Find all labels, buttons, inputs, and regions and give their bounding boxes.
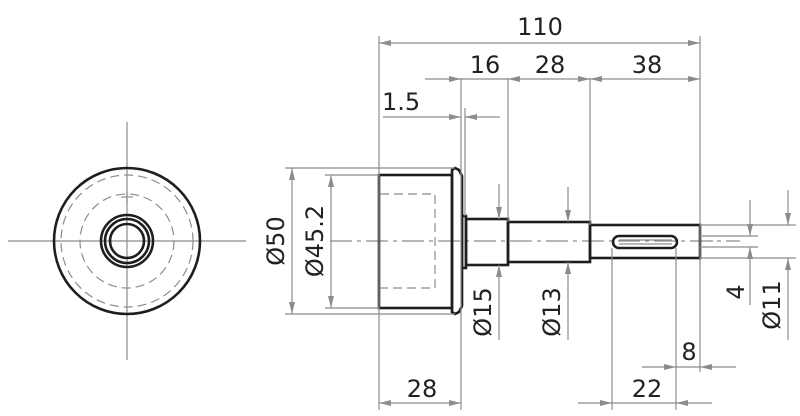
dim-flange-thickness: 1.5 [382,88,420,116]
dim-body-diameter: Ø45.2 [301,205,329,277]
end-view [8,122,246,360]
dim-mid-diameter: Ø13 [538,287,566,336]
dim-flange-to-shoulder: 16 [470,51,501,79]
dim-keyway-offset: 22 [632,375,663,403]
dim-end-section-length: 38 [632,51,663,79]
hidden-circle-inner [79,193,175,289]
dim-outer-diameter: Ø50 [262,216,290,265]
dim-keyway-width: 4 [722,284,750,299]
mid-section [506,220,592,264]
hub-circle [99,213,155,269]
dim-overall-length: 110 [517,13,563,41]
dim-keyway-slot-length: 8 [681,338,696,366]
hidden-circle-outer [60,174,194,308]
dim-body-length: 28 [407,375,438,403]
flange [450,166,464,316]
dimensions: 110 16 28 38 1.5 28 22 8 [262,13,796,410]
shoulder-section [464,217,510,267]
hidden-bore [380,193,436,289]
outer-circle [52,166,202,316]
dim-mid-section-length: 28 [535,51,566,79]
dim-end-diameter: Ø11 [758,280,786,329]
dim-shoulder-diameter: Ø15 [469,287,497,336]
keyway-slot [611,234,679,250]
side-view [330,166,740,316]
